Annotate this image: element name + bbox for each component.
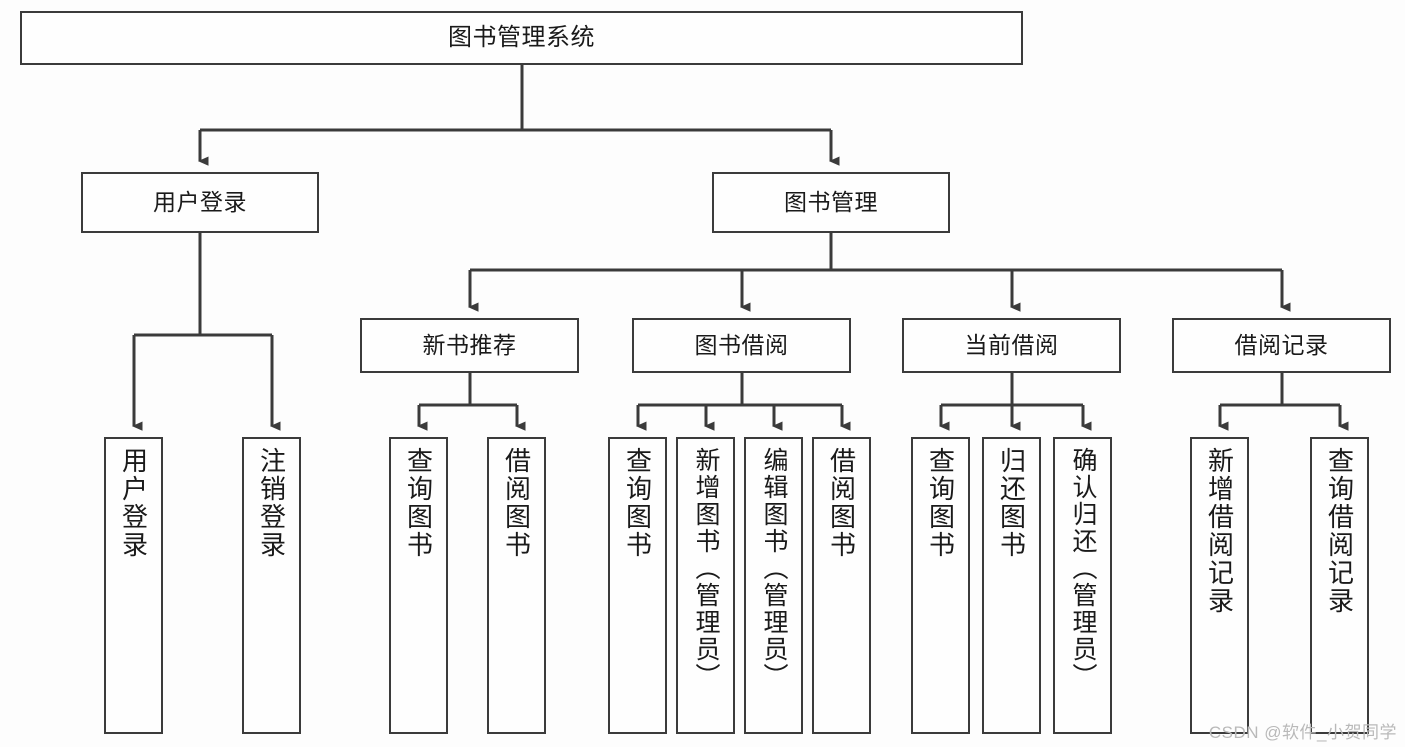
node-leaf-query-book-3[interactable]: 查询图书 (911, 437, 970, 734)
node-label: 图书管理 (784, 188, 878, 215)
node-label: 查询图书 (622, 447, 653, 559)
node-label: 图书管理系统 (448, 23, 595, 51)
node-label: 编辑图书（管理员） (760, 447, 788, 690)
node-book-manage[interactable]: 图书管理 (712, 172, 950, 233)
watermark: CSDN @软件_小贺同学 (1208, 723, 1397, 742)
node-leaf-borrow-book-1[interactable]: 借阅图书 (487, 437, 546, 734)
node-label: 查询借阅记录 (1324, 447, 1355, 615)
node-label: 注销登录 (256, 447, 287, 559)
node-label: 用户登录 (153, 188, 247, 215)
node-leaf-edit-book[interactable]: 编辑图书（管理员） (744, 437, 803, 734)
node-leaf-add-book[interactable]: 新增图书（管理员） (676, 437, 735, 734)
node-leaf-return-book[interactable]: 归还图书 (982, 437, 1041, 734)
node-label: 当前借阅 (964, 331, 1059, 358)
node-label: 归还图书 (996, 447, 1027, 559)
node-leaf-add-borrow-record[interactable]: 新增借阅记录 (1190, 437, 1249, 734)
node-label: 新增图书（管理员） (692, 447, 720, 690)
node-leaf-query-borrow-record[interactable]: 查询借阅记录 (1310, 437, 1369, 734)
node-label: 借阅记录 (1234, 331, 1329, 358)
node-label: 查询图书 (925, 447, 956, 559)
node-borrow-record[interactable]: 借阅记录 (1172, 318, 1391, 373)
node-leaf-user-login[interactable]: 用户登录 (104, 437, 163, 734)
node-label: 借阅图书 (826, 447, 857, 559)
node-current-borrow[interactable]: 当前借阅 (902, 318, 1121, 373)
node-label: 查询图书 (403, 447, 434, 559)
node-root[interactable]: 图书管理系统 (20, 11, 1023, 65)
node-user-login[interactable]: 用户登录 (81, 172, 319, 233)
node-label: 用户登录 (118, 447, 149, 559)
node-leaf-query-book-1[interactable]: 查询图书 (389, 437, 448, 734)
node-label: 新增借阅记录 (1204, 447, 1235, 615)
node-leaf-logout[interactable]: 注销登录 (242, 437, 301, 734)
node-label: 新书推荐 (422, 331, 517, 358)
node-leaf-query-book-2[interactable]: 查询图书 (608, 437, 667, 734)
node-leaf-borrow-book-2[interactable]: 借阅图书 (812, 437, 871, 734)
node-label: 图书借阅 (694, 331, 789, 358)
node-leaf-confirm-return[interactable]: 确认归还（管理员） (1053, 437, 1112, 734)
node-new-book-recommend[interactable]: 新书推荐 (360, 318, 579, 373)
node-label: 借阅图书 (501, 447, 532, 559)
node-label: 确认归还（管理员） (1069, 447, 1097, 690)
node-book-borrow[interactable]: 图书借阅 (632, 318, 851, 373)
